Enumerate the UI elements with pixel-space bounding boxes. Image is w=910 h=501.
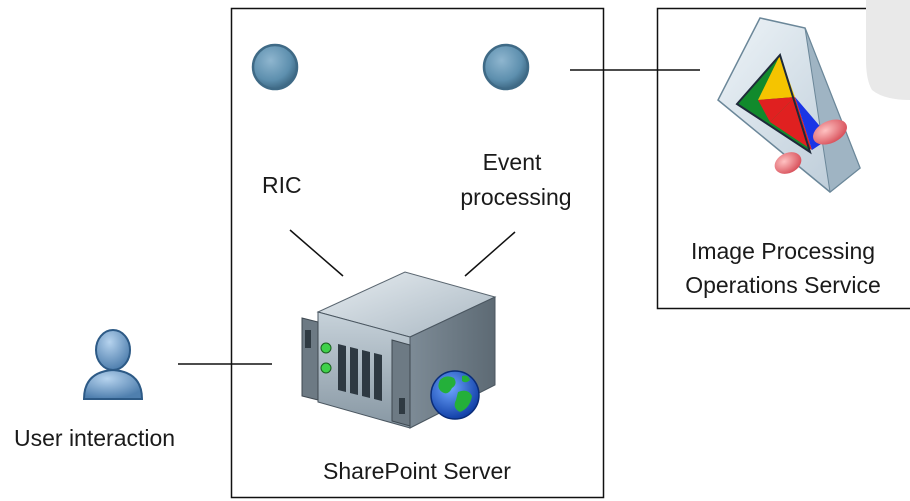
image-processing-icon [717,17,861,193]
event-to-server-connector [464,231,516,277]
sharepoint-server-box [230,7,605,499]
user-icon [82,329,144,400]
image-processing-label-line2: Operations Service [685,272,881,298]
globe-icon [430,370,480,420]
sharepoint-server-label: SharePoint Server [323,458,511,484]
image-processing-label-line1: Image Processing [690,238,876,264]
ric-to-server-connector [289,229,344,277]
ric-circle-icon [251,43,299,91]
ric-label: RIC [262,172,302,198]
event-processing-label-line2: processing [460,184,572,210]
image-processing-service-box [656,7,910,310]
event-processing-label-line1: Event [482,149,542,175]
event-circle-icon [482,43,530,91]
user-interaction-label: User interaction [14,425,176,451]
watermark-shape [866,0,910,100]
